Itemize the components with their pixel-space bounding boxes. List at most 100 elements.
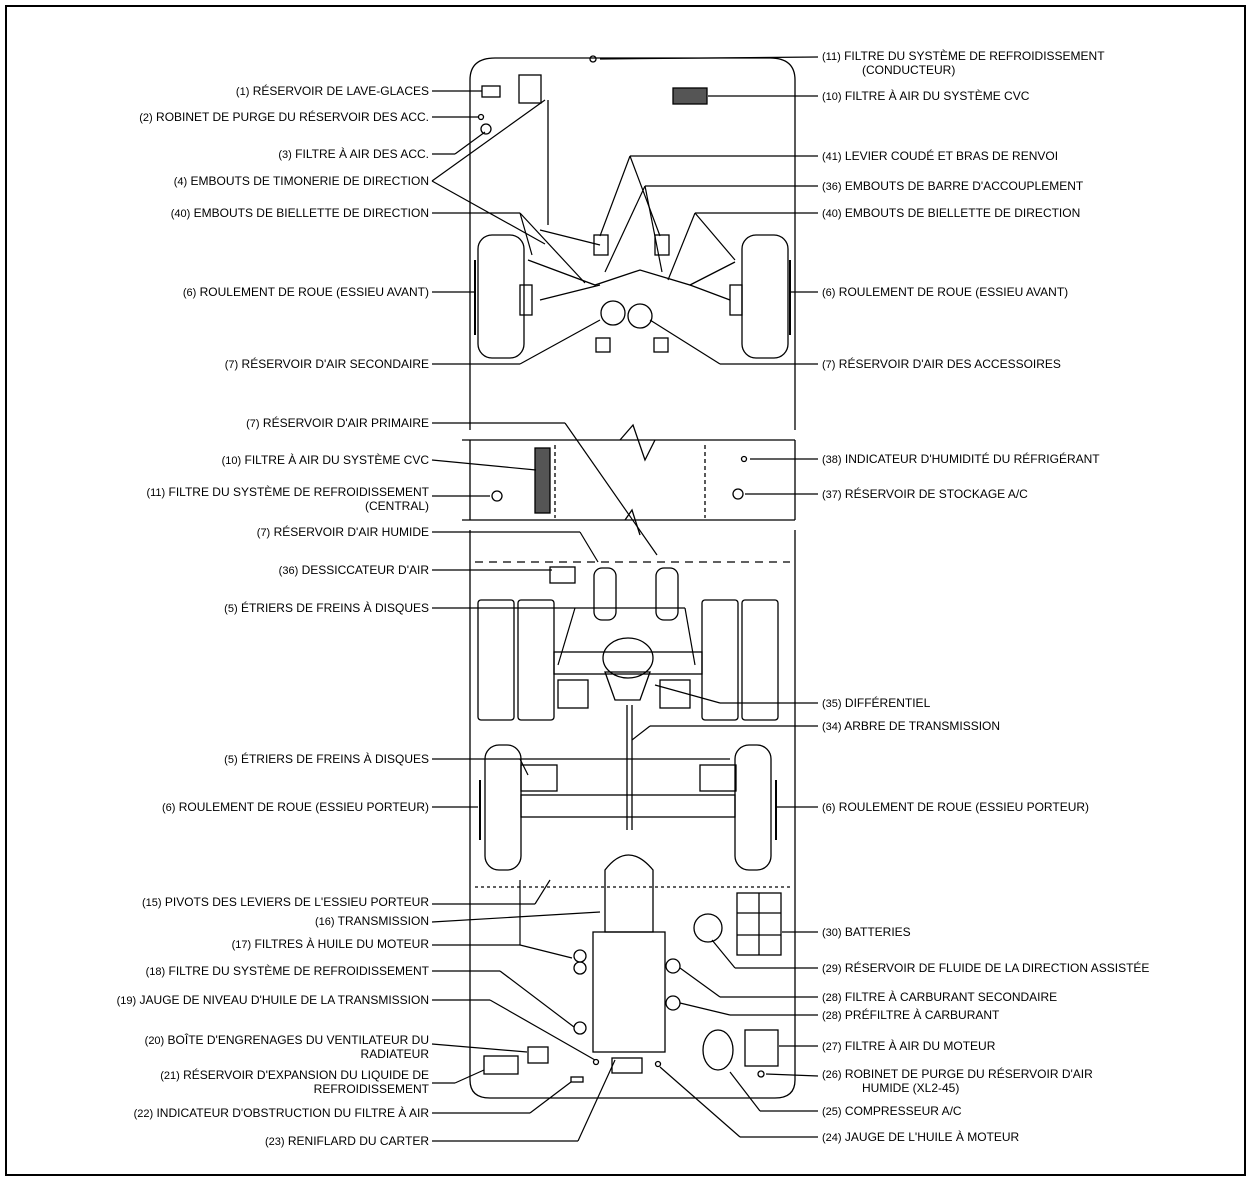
callout-label: (29) RÉSERVOIR DE FLUIDE DE LA DIRECTION… — [822, 962, 1149, 976]
callout-number: (7) — [246, 418, 260, 430]
callout-number: (7) — [256, 527, 271, 539]
callout-label: (37) RÉSERVOIR DE STOCKAGE A/C — [822, 488, 1028, 502]
callout-text: EMBOUTS DE BIELLETTE DE DIRECTION — [841, 206, 1081, 220]
callout-number: (19) — [116, 995, 137, 1007]
callout-label: (19) JAUGE DE NIVEAU D'HUILE DE LA TRANS… — [117, 994, 429, 1008]
callout-label: (27) FILTRE À AIR DU MOTEUR — [822, 1040, 995, 1054]
callout-label: (6) ROULEMENT DE ROUE (ESSIEU AVANT) — [822, 286, 1068, 300]
callout-text: RÉSERVOIR D'AIR DES ACCESSOIRES — [835, 357, 1061, 371]
callout-label: (7) RÉSERVOIR D'AIR HUMIDE — [257, 526, 429, 540]
callout-text: RÉSERVOIR DE FLUIDE DE LA DIRECTION ASSI… — [841, 961, 1150, 975]
callout-number: (6) — [822, 802, 836, 814]
callout-number: (16) — [314, 916, 335, 928]
callout-label: (10) FILTRE À AIR DU SYSTÈME CVC — [822, 90, 1029, 104]
callout-number: (22) — [133, 1108, 154, 1120]
front-left-wheel — [477, 234, 525, 359]
callout-text: PRÉFILTRE À CARBURANT — [841, 1008, 1000, 1022]
callout-text: FILTRE DU SYSTÈME DE REFROIDISSEMENT — [165, 964, 429, 978]
hvac-filter-front — [672, 87, 708, 105]
callout-text: FILTRES À HUILE DU MOTEUR — [251, 937, 429, 951]
callout-label: (1) RÉSERVOIR DE LAVE-GLACES — [236, 85, 429, 99]
callout-label: (10) FILTRE À AIR DU SYSTÈME CVC — [222, 454, 429, 468]
washer-tank — [481, 85, 501, 98]
callout-text-line2: HUMIDE (XL2-45) — [862, 1081, 960, 1095]
callout-text: LEVIER COUDÉ ET BRAS DE RENVOI — [841, 149, 1059, 163]
callout-text: ROBINET DE PURGE DU RÉSERVOIR D'AIR — [841, 1067, 1093, 1081]
callout-text: ROBINET DE PURGE DU RÉSERVOIR DES ACC. — [152, 110, 429, 124]
callout-label: (36) DESSICCATEUR D'AIR — [279, 564, 429, 578]
callout-number: (1) — [235, 86, 250, 98]
callout-text: FILTRE À CARBURANT SECONDAIRE — [841, 990, 1058, 1004]
callout-label: (7) RÉSERVOIR D'AIR SECONDAIRE — [225, 358, 429, 372]
callout-label: (35) DIFFÉRENTIEL — [822, 697, 930, 711]
callout-number: (2) — [139, 112, 153, 124]
engine-block — [592, 931, 666, 1053]
callout-label: (11) FILTRE DU SYSTÈME DE REFROIDISSEMEN… — [146, 486, 429, 513]
callout-text: BOÎTE D'ENGRENAGES DU VENTILATEUR DU — [164, 1033, 429, 1047]
callout-text-line2: (CENTRAL) — [364, 499, 429, 513]
callout-text-line2: (CONDUCTEUR) — [862, 63, 956, 77]
callout-label: (6) ROULEMENT DE ROUE (ESSIEU PORTEUR) — [162, 801, 429, 815]
callout-number: (15) — [141, 897, 162, 909]
callout-label: (40) EMBOUTS DE BIELLETTE DE DIRECTION — [822, 207, 1080, 221]
callout-text: FILTRE DU SYSTÈME DE REFROIDISSEMENT — [840, 49, 1105, 63]
callout-label: (17) FILTRES À HUILE DU MOTEUR — [232, 938, 429, 952]
callout-number: (5) — [224, 603, 238, 615]
callout-number: (7) — [822, 359, 836, 371]
callout-number: (7) — [224, 359, 239, 371]
callout-text: FILTRE À AIR DU SYSTÈME CVC — [841, 89, 1030, 103]
callout-label: (20) BOÎTE D'ENGRENAGES DU VENTILATEUR D… — [145, 1034, 429, 1061]
callout-text: FILTRE À AIR DU MOTEUR — [841, 1039, 996, 1053]
callout-number: (24) — [822, 1132, 842, 1144]
callout-label: (38) INDICATEUR D'HUMIDITÉ DU RÉFRIGÉRAN… — [822, 453, 1100, 467]
callout-text: RÉSERVOIR D'AIR SECONDAIRE — [238, 357, 429, 371]
callout-text: RÉSERVOIR DE STOCKAGE A/C — [841, 487, 1028, 501]
callout-number: (35) — [822, 698, 842, 710]
front-right-wheel — [741, 234, 789, 359]
callout-number: (28) — [822, 992, 842, 1004]
callout-label: (40) EMBOUTS DE BIELLETTE DE DIRECTION — [171, 207, 429, 221]
engine-air-filter — [744, 1029, 779, 1067]
callout-number: (10) — [822, 91, 842, 103]
callout-text: RENIFLARD DU CARTER — [284, 1134, 429, 1148]
callout-number: (6) — [161, 802, 176, 814]
callout-label: (16) TRANSMISSION — [315, 915, 429, 929]
callout-label: (5) ÉTRIERS DE FREINS À DISQUES — [224, 753, 429, 767]
callout-number: (21) — [160, 1070, 180, 1082]
callout-label: (7) RÉSERVOIR D'AIR DES ACCESSOIRES — [822, 358, 1061, 372]
chassis-rear-outline — [469, 530, 796, 1099]
callout-label: (28) FILTRE À CARBURANT SECONDAIRE — [822, 991, 1057, 1005]
callout-number: (36) — [822, 181, 842, 193]
callout-number: (30) — [822, 927, 842, 939]
callout-text: ROULEMENT DE ROUE (ESSIEU AVANT) — [835, 285, 1069, 299]
callout-text-line2: REFROIDISSEMENT — [313, 1082, 429, 1096]
callout-text: INDICATEUR D'HUMIDITÉ DU RÉFRIGÉRANT — [841, 452, 1100, 466]
callout-number: (27) — [822, 1041, 842, 1053]
callout-label: (24) JAUGE DE L'HUILE À MOTEUR — [822, 1131, 1019, 1145]
callout-number: (26) — [822, 1069, 842, 1081]
callout-text: ROULEMENT DE ROUE (ESSIEU PORTEUR) — [835, 800, 1090, 814]
callout-text: RÉSERVOIR D'AIR HUMIDE — [270, 525, 429, 539]
callout-label: (7) RÉSERVOIR D'AIR PRIMAIRE — [246, 417, 429, 431]
callout-label: (23) RENIFLARD DU CARTER — [265, 1135, 429, 1149]
diagram-frame — [5, 5, 1246, 1176]
callout-label: (6) ROULEMENT DE ROUE (ESSIEU PORTEUR) — [822, 801, 1089, 815]
callout-label: (4) EMBOUTS DE TIMONERIE DE DIRECTION — [174, 175, 429, 189]
callout-number: (40) — [822, 208, 842, 220]
callout-number: (20) — [144, 1035, 165, 1047]
callout-text: FILTRE DU SYSTÈME DE REFROIDISSEMENT — [165, 485, 429, 499]
callout-label: (21) RÉSERVOIR D'EXPANSION DU LIQUIDE DE… — [160, 1069, 429, 1096]
callout-label: (41) LEVIER COUDÉ ET BRAS DE RENVOI — [822, 150, 1058, 164]
callout-number: (6) — [182, 287, 197, 299]
callout-number: (40) — [170, 208, 191, 220]
callout-label: (3) FILTRE À AIR DES ACC. — [278, 148, 429, 162]
callout-number: (18) — [145, 966, 166, 978]
callout-number: (37) — [822, 489, 842, 501]
callout-label: (28) PRÉFILTRE À CARBURANT — [822, 1009, 999, 1023]
callout-number: (29) — [822, 963, 842, 975]
callout-text: ARBRE DE TRANSMISSION — [841, 719, 1001, 733]
callout-text: PIVOTS DES LEVIERS DE L'ESSIEU PORTEUR — [161, 895, 429, 909]
callout-number: (10) — [221, 455, 242, 467]
callout-label: (11) FILTRE DU SYSTÈME DE REFROIDISSEMEN… — [822, 50, 1105, 77]
